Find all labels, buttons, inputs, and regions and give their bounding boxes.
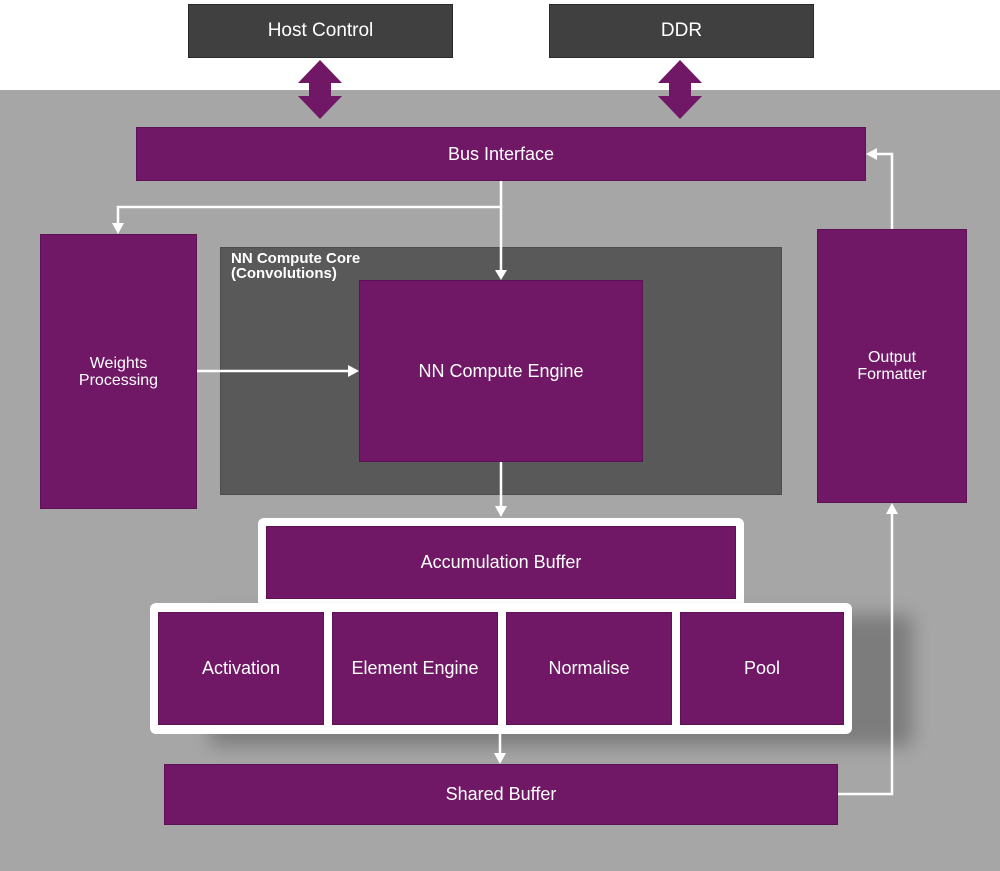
ddr-block: DDR [549, 4, 814, 58]
shared-to-formatter-line [838, 512, 894, 796]
arrowhead-to-weights [112, 223, 124, 234]
bus-to-split-line [116, 181, 503, 225]
accumulation-buffer-block: Accumulation Buffer [266, 526, 736, 599]
weights-processing-block: Weights Processing [40, 234, 197, 509]
ddr-label: DDR [660, 20, 703, 41]
accumulation-buffer-label: Accumulation Buffer [420, 552, 582, 572]
arrowhead-weights-engine [348, 365, 359, 377]
weights-processing-label: Weights Processing [78, 354, 159, 389]
shared-buffer-label: Shared Buffer [445, 784, 557, 804]
arrowhead-to-shared [494, 753, 506, 764]
pool-block: Pool [680, 612, 844, 725]
arrowhead-to-engine [495, 270, 507, 280]
ddr-bus-double-arrow [658, 60, 702, 119]
element-engine-block: Element Engine [332, 612, 498, 725]
host-control-label: Host Control [267, 20, 374, 41]
activation-label: Activation [201, 658, 281, 678]
shared-buffer-block: Shared Buffer [164, 764, 838, 825]
host-control-block: Host Control [188, 4, 453, 58]
nn-compute-engine-label: NN Compute Engine [418, 360, 584, 381]
output-formatter-block: Output Formatter [817, 229, 967, 503]
host-bus-double-arrow [298, 60, 342, 119]
normalise-block: Normalise [506, 612, 672, 725]
formatter-to-bus-line [875, 152, 894, 229]
arrowhead-to-formatter [886, 503, 898, 514]
activation-block: Activation [158, 612, 324, 725]
element-engine-label: Element Engine [351, 658, 479, 678]
bus-interface-label: Bus Interface [447, 143, 555, 164]
bus-interface-block: Bus Interface [136, 127, 866, 181]
nn-compute-engine-block: NN Compute Engine [359, 280, 643, 462]
output-formatter-label: Output Formatter [857, 349, 927, 383]
nn-compute-core-label: NN Compute Core (Convolutions) [231, 250, 361, 282]
arrowhead-to-bus [866, 148, 877, 160]
pool-label: Pool [743, 658, 781, 678]
arrowhead-to-accum [495, 506, 507, 517]
normalise-label: Normalise [548, 658, 630, 678]
